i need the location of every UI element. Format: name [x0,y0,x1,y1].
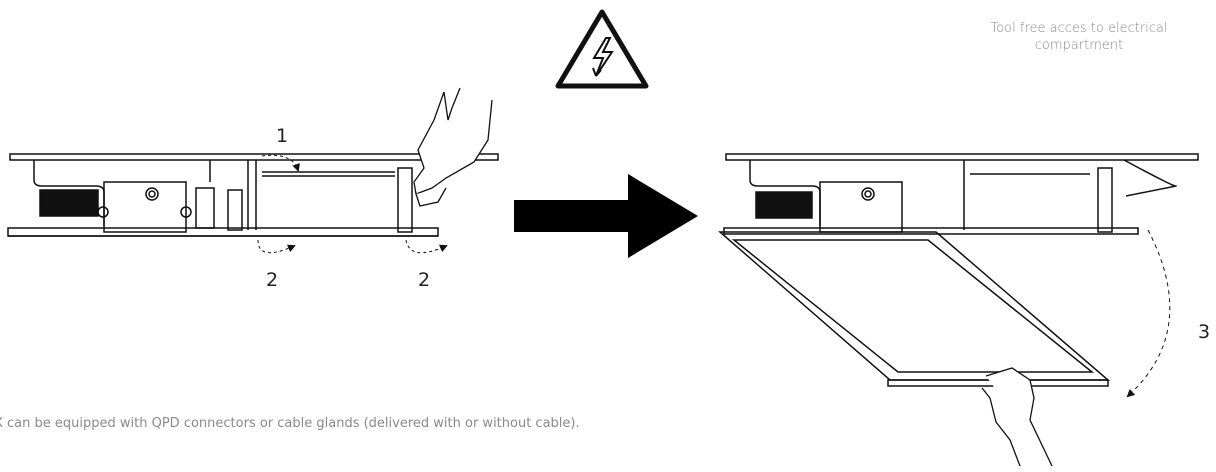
arrow-right-icon [514,174,698,258]
hand-icon [981,367,1053,467]
hand-icon [413,87,493,207]
fixture-open [723,153,1199,235]
step-3-label: 3 [1198,321,1210,343]
fixture-closed [7,153,499,237]
step-2-label-right: 2 [418,269,430,291]
high-voltage-warning-icon [555,9,649,89]
footnote: X can be equipped with QPD connectors or… [0,416,580,431]
opened-panel [717,231,1111,387]
step-2-label: 2 [266,269,278,291]
step-1-label: 1 [276,125,288,147]
caption: Tool free acces to electrical compartmen… [990,21,1168,53]
